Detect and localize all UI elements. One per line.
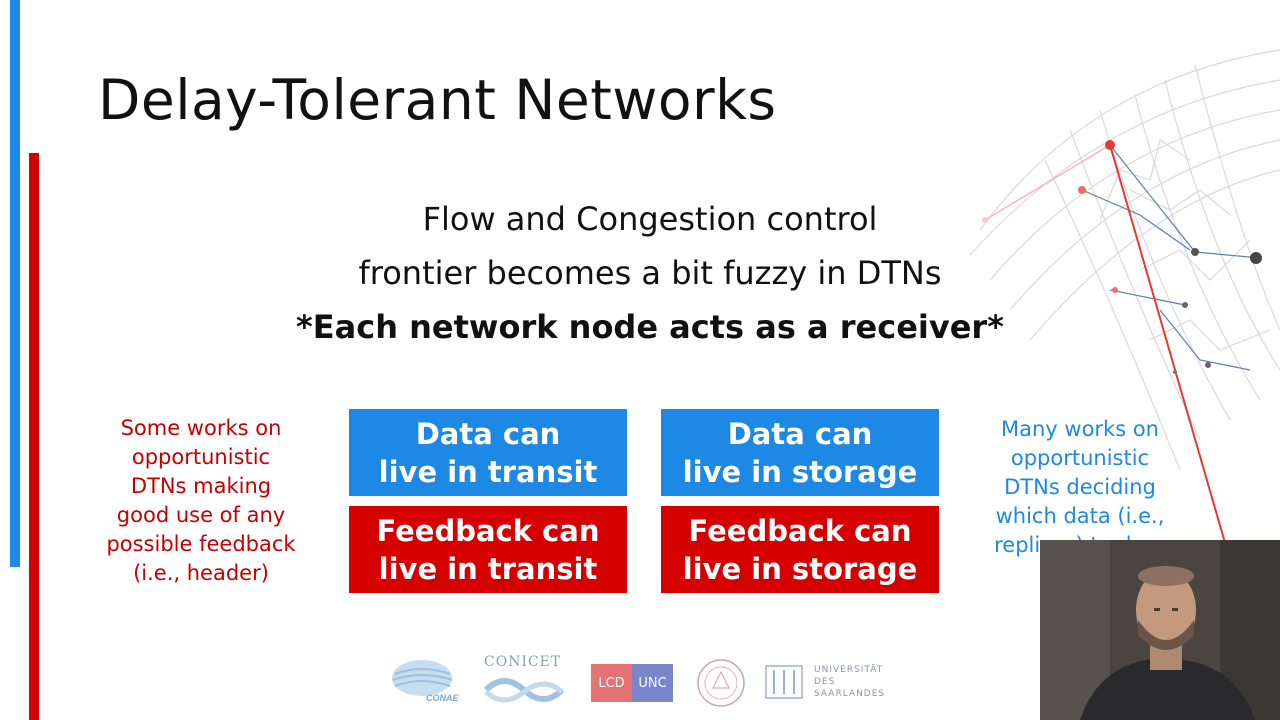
unc-label: UNC	[632, 664, 673, 702]
subtitle-emphasis: *Each network node acts as a receiver*	[296, 308, 1004, 346]
right-note-line: DTNs deciding	[1004, 475, 1156, 499]
right-note-line: which data (i.e.,	[995, 504, 1165, 528]
lcd-label: LCD	[591, 664, 632, 702]
conicet-text: CONICET	[484, 654, 562, 670]
university-seal-icon	[697, 659, 745, 707]
box-line: Data can	[415, 416, 561, 451]
left-note: Some works on opportunistic DTNs making …	[82, 414, 320, 588]
saarland-text-line: UNIVERSITÄT	[814, 665, 884, 675]
left-note-line: Some works on	[120, 416, 282, 440]
box-line: Data can	[727, 416, 873, 451]
left-note-line: DTNs making	[130, 474, 272, 498]
subtitle-line: frontier becomes a bit fuzzy in DTNs	[358, 254, 942, 292]
box-line: live in transit	[378, 551, 598, 586]
right-note-line: Many works on	[1001, 417, 1159, 441]
box-feedback-transit: Feedback can live in transit	[349, 506, 627, 593]
saarland-text-line: SAARLANDES	[814, 689, 886, 699]
webcam-overlay	[1040, 540, 1280, 720]
presenter-video	[1040, 540, 1280, 720]
conicet-wave-icon	[484, 678, 565, 703]
box-line: live in transit	[378, 454, 598, 489]
slide-title: Delay-Tolerant Networks	[98, 68, 777, 132]
box-line: live in storage	[682, 551, 918, 586]
box-feedback-storage: Feedback can live in storage	[661, 506, 939, 593]
accent-bar-blue	[10, 0, 20, 567]
saarland-text-line: DES	[814, 677, 836, 687]
saarland-text: UNIVERSITÄT DES SAARLANDES	[814, 664, 885, 700]
left-note-line: (i.e., header)	[133, 561, 269, 585]
left-note-line: opportunistic	[131, 445, 271, 469]
left-note-line: good use of any	[116, 503, 286, 527]
accent-bar-red	[29, 153, 39, 720]
box-line: Feedback can	[376, 513, 600, 548]
box-data-transit: Data can live in transit	[349, 409, 627, 496]
subtitle-line: Flow and Congestion control	[422, 200, 878, 238]
conicet-logo: CONICET	[480, 652, 570, 708]
saarland-logo: UNIVERSITÄT DES SAARLANDES	[762, 660, 885, 704]
right-note-line: opportunistic	[1010, 446, 1150, 470]
slide-subtitle: Flow and Congestion control frontier bec…	[250, 192, 1050, 354]
lcd-unc-logo: LCD UNC	[591, 664, 673, 702]
box-data-storage: Data can live in storage	[661, 409, 939, 496]
network-graphic	[969, 49, 1280, 560]
conae-text: CONAE	[426, 693, 459, 703]
box-line: Feedback can	[688, 513, 912, 548]
box-line: live in storage	[682, 454, 918, 489]
saarland-emblem-icon	[765, 665, 803, 699]
logo-strip: CONAE CONICET LCD UNC UNIVERSITÄT DES SA…	[390, 652, 890, 712]
left-note-line: possible feedback	[106, 532, 296, 556]
conae-logo: CONAE	[392, 660, 459, 703]
